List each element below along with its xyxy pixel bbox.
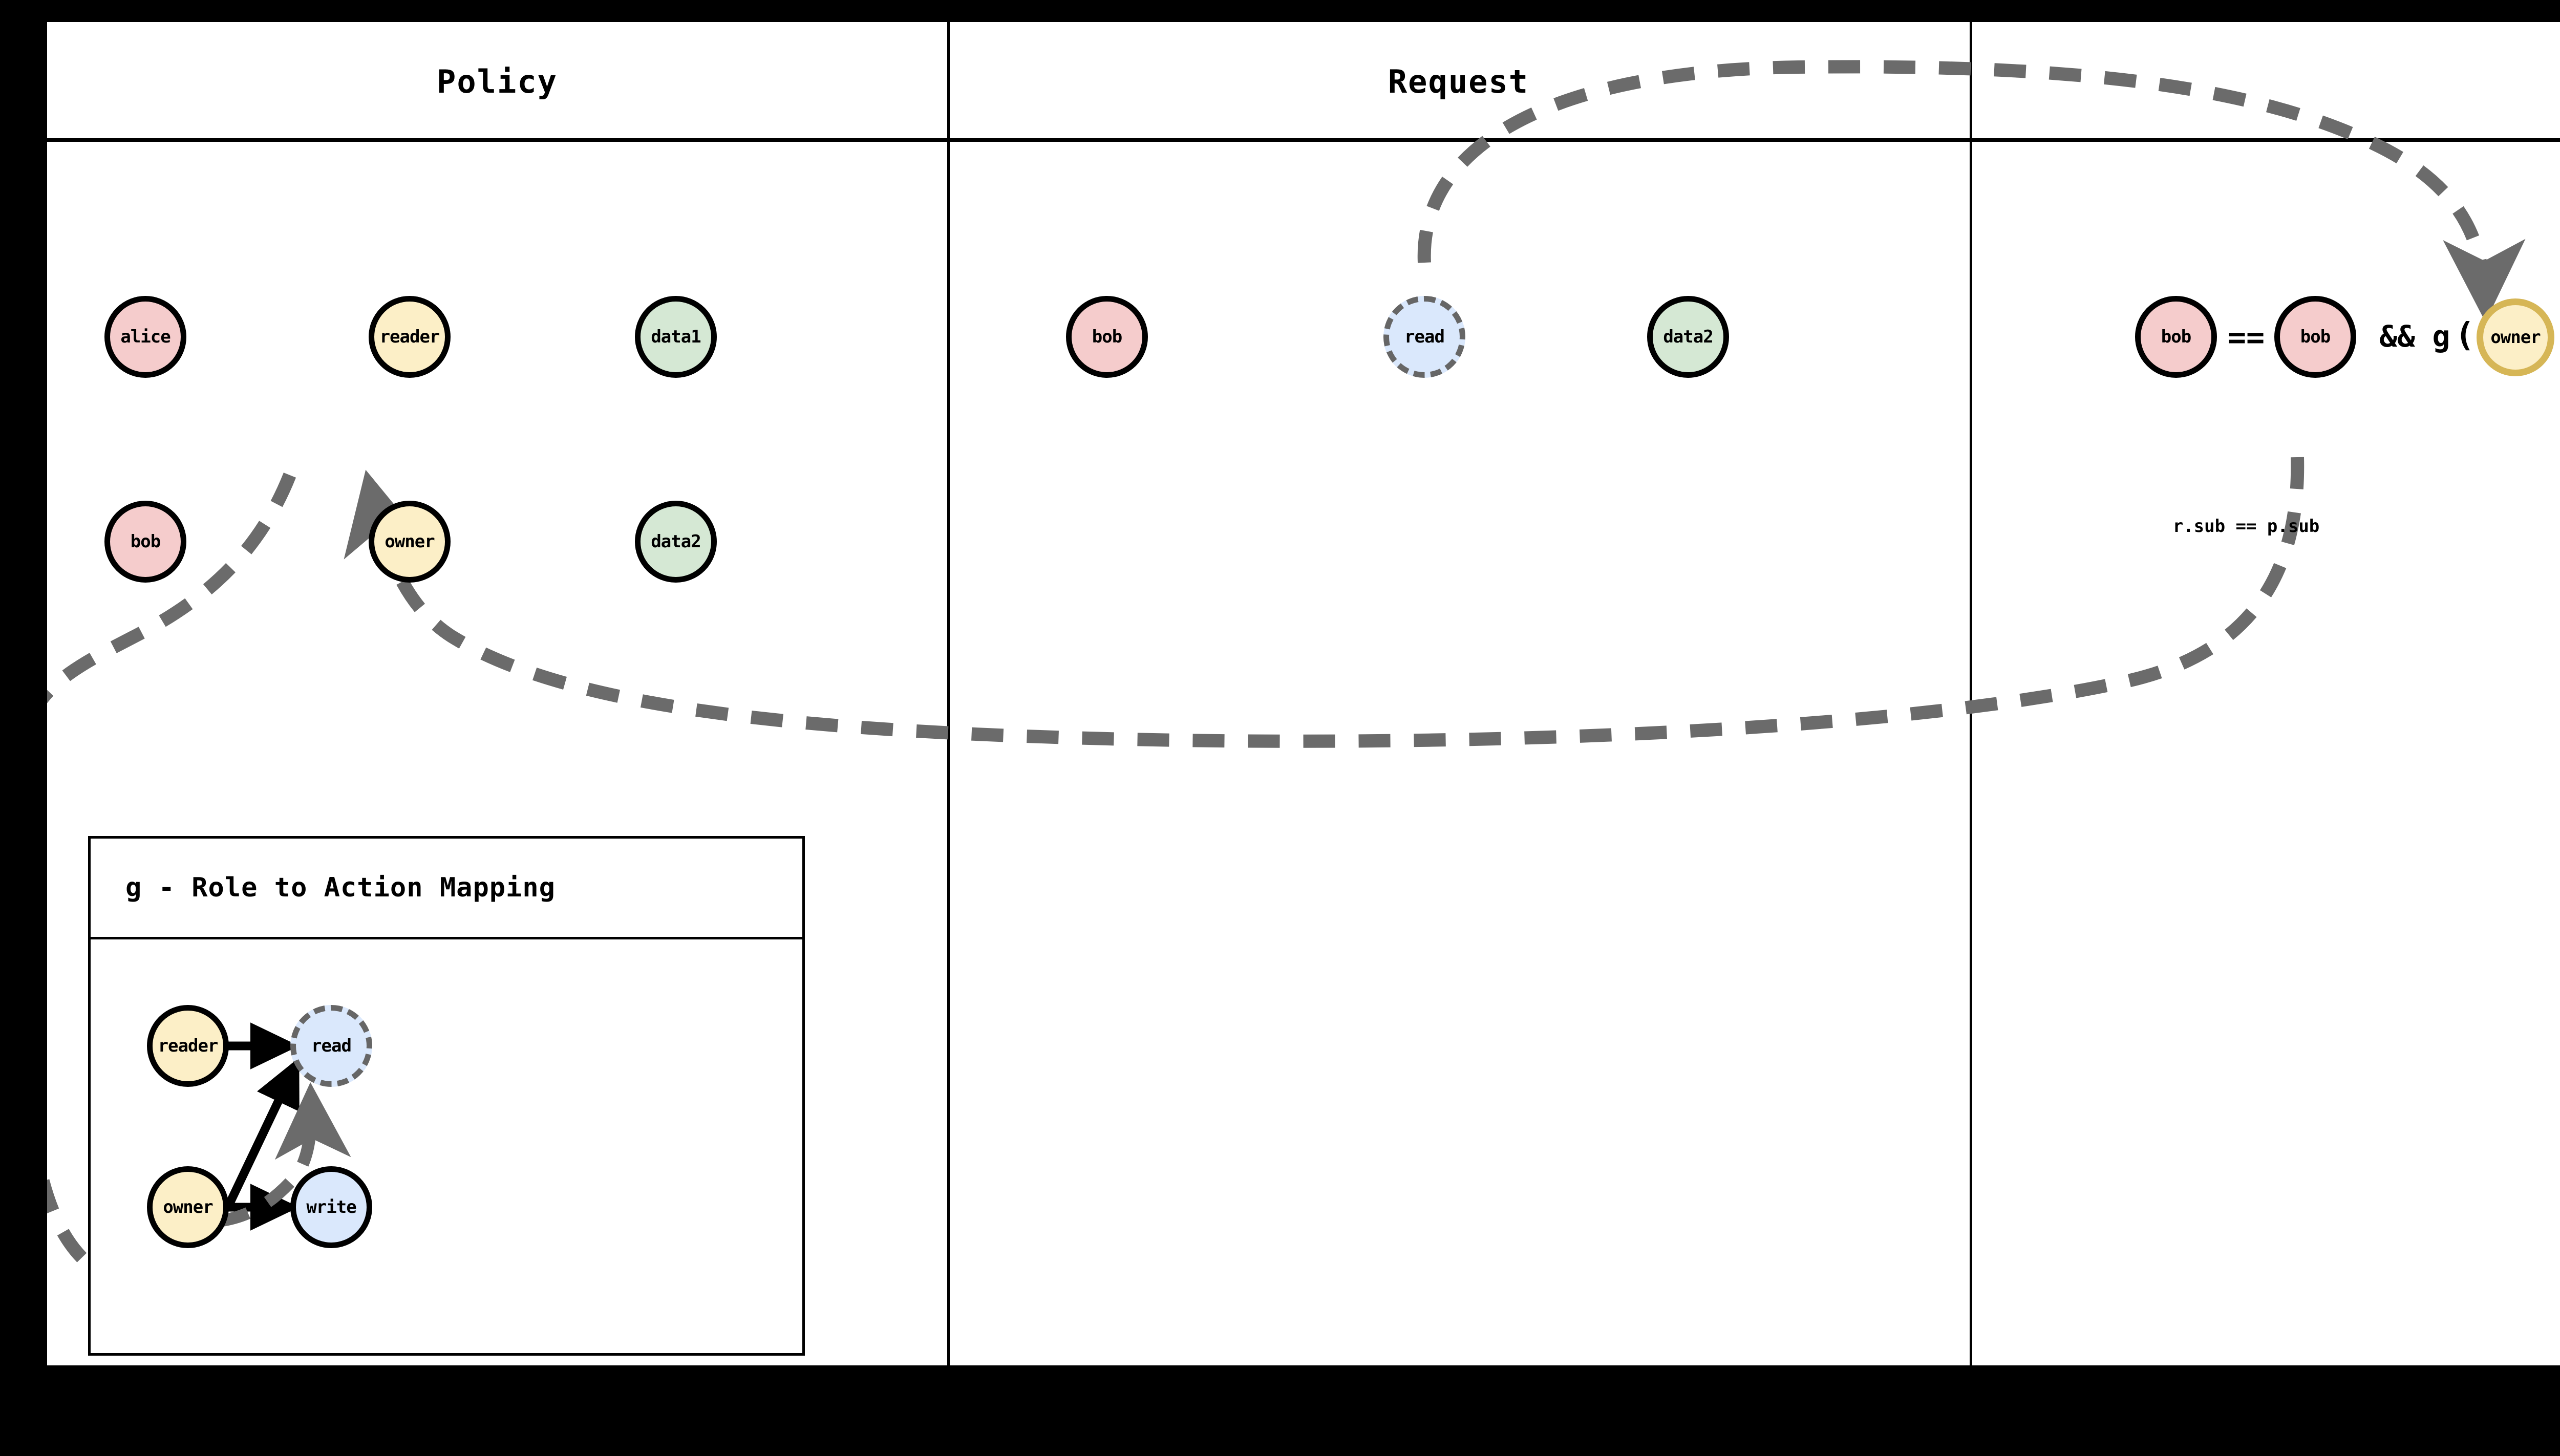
- subgraph-role-to-action: g - Role to Action Mapping reader: [88, 836, 805, 1356]
- argument-comma: ,: [2555, 318, 2560, 365]
- edge-owner-to-read: [224, 1057, 300, 1209]
- node-label: data1: [651, 327, 701, 347]
- request-node-data2[interactable]: data2: [1647, 296, 1729, 378]
- subgraph-node-reader[interactable]: reader: [147, 1005, 229, 1087]
- subgraph-node-write[interactable]: write: [290, 1166, 372, 1248]
- node-label: read: [1404, 327, 1445, 347]
- subgraph-title-bar: g - Role to Action Mapping: [91, 839, 802, 939]
- policy-node-data2[interactable]: data2: [635, 501, 717, 583]
- lane-title-policy: Policy: [437, 63, 558, 100]
- node-label: owner: [2490, 327, 2541, 348]
- lane-divider-policy-request: [947, 22, 950, 1365]
- g-function-name: g: [2432, 319, 2450, 354]
- node-label: data2: [1663, 327, 1713, 347]
- lane-title-request: Request: [1388, 63, 1529, 100]
- header-divider: [47, 138, 2560, 142]
- node-label: owner: [163, 1197, 213, 1217]
- subgraph-node-read[interactable]: read: [290, 1005, 372, 1087]
- policy-node-bob[interactable]: bob: [104, 501, 186, 583]
- request-node-bob[interactable]: bob: [1066, 296, 1148, 378]
- node-label: reader: [379, 327, 440, 347]
- subgraph-node-owner[interactable]: owner: [147, 1166, 229, 1248]
- subgraph-title: g - Role to Action Mapping: [125, 872, 556, 903]
- node-label: bob: [130, 531, 161, 552]
- policy-node-data1[interactable]: data1: [635, 296, 717, 378]
- node-label: data2: [651, 531, 701, 552]
- wire-request-read-to-matching-read: [1417, 60, 2526, 322]
- matching-node-policy-sub[interactable]: bob: [2274, 296, 2356, 378]
- matching-caption-act: g(p.act, r.act): [2505, 516, 2560, 537]
- node-label: bob: [2300, 327, 2331, 347]
- node-label: alice: [120, 327, 170, 347]
- node-label: write: [306, 1197, 356, 1217]
- node-label: reader: [158, 1036, 219, 1056]
- equals-operator-sub: ==: [2227, 319, 2265, 355]
- lane-divider-request-matching: [1970, 22, 1972, 1365]
- node-label: read: [311, 1036, 352, 1056]
- matching-node-request-sub[interactable]: bob: [2135, 296, 2217, 378]
- policy-node-alice[interactable]: alice: [104, 296, 186, 378]
- request-node-read[interactable]: read: [1383, 296, 1465, 378]
- wire-matching-owner-to-policy-owner: [344, 457, 2305, 748]
- policy-node-owner[interactable]: owner: [369, 501, 451, 583]
- and-operator-1: &&: [2379, 319, 2415, 354]
- node-label: bob: [2161, 327, 2191, 347]
- diagram-canvas: Policy Request Matching alice reader da: [47, 22, 2560, 1365]
- lane-title-matching: Matching: [1970, 63, 2560, 100]
- open-paren: (: [2455, 316, 2475, 354]
- node-label: bob: [1092, 327, 1122, 347]
- matching-node-policy-act[interactable]: owner: [2477, 298, 2554, 376]
- matching-caption-sub: r.sub == p.sub: [2172, 516, 2320, 537]
- policy-node-reader[interactable]: reader: [369, 296, 451, 378]
- node-label: owner: [385, 531, 435, 552]
